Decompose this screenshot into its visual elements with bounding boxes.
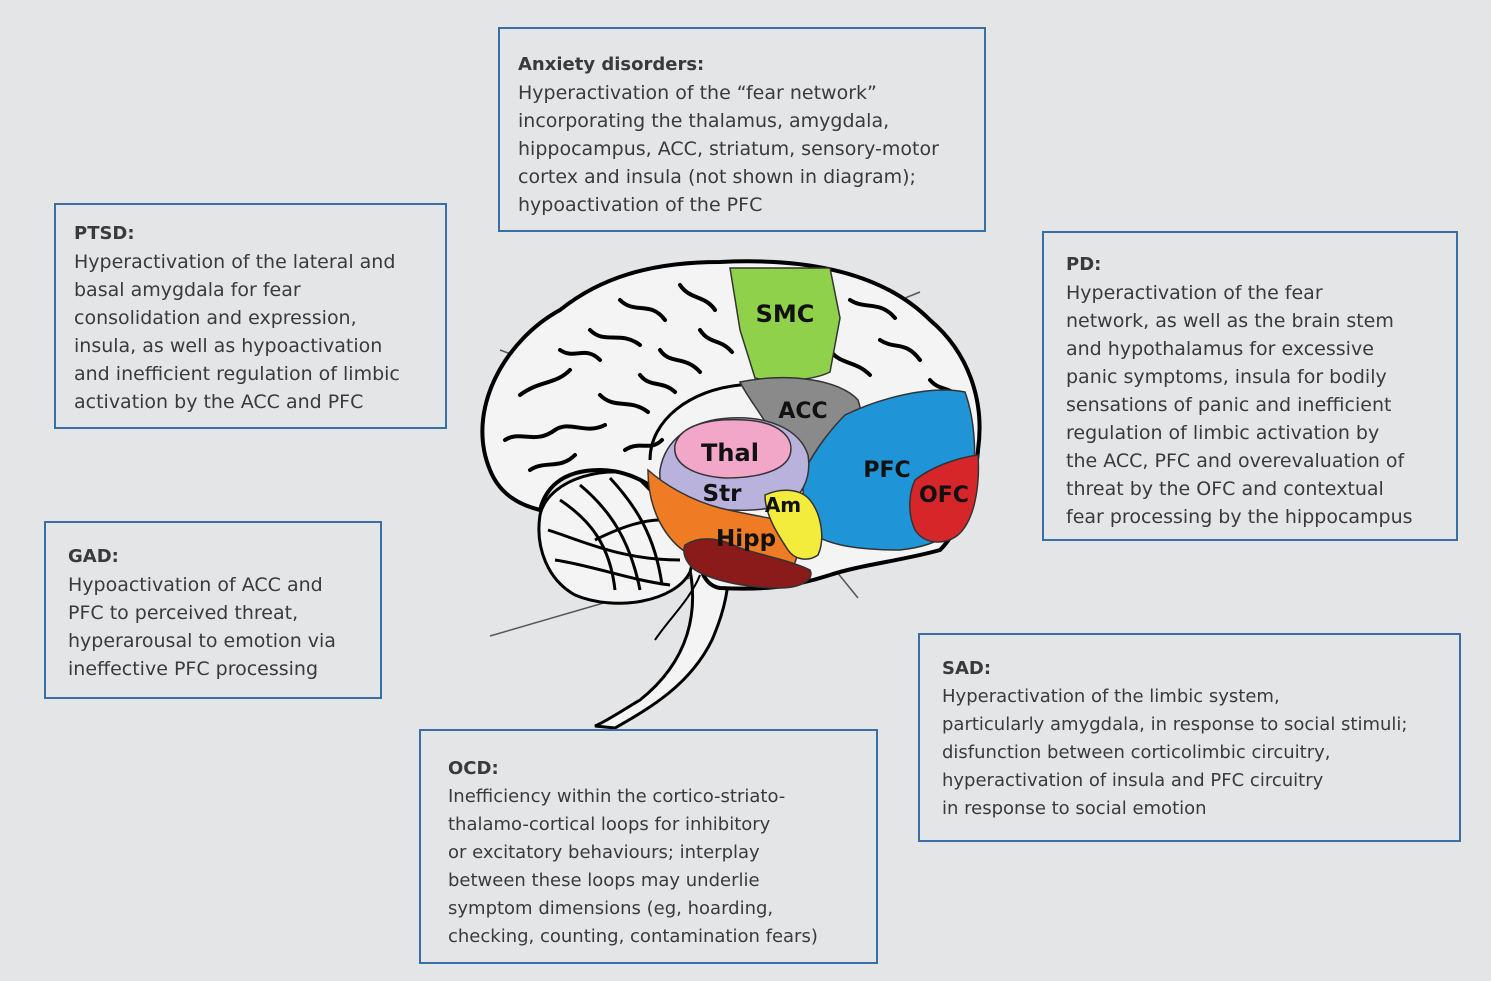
box-line: incorporating the thalamus, amygdala, [518,110,890,132]
box-line: insula, as well as hypoactivation [74,335,383,357]
region-thal [674,418,792,479]
box-line: network, as well as the brain stem [1066,310,1394,332]
gad-box: GAD: Hypoactivation of ACC and PFC to pe… [44,521,382,699]
region-am [764,489,823,560]
label-ofc: OFC [919,483,969,508]
region-labels: SMC ACC PFC OFC Thal Str Am Hipp [701,300,969,552]
box-line: disfunction between corticolimbic circui… [942,742,1331,763]
sad-box: SAD: Hyperactivation of the limbic syste… [918,633,1461,842]
box-line: Inefficiency within the cortico-striato- [448,786,786,807]
ocd-box: OCD: Inefficiency within the cortico-str… [419,729,878,964]
box-line: symptom dimensions (eg, hoarding, [448,898,774,919]
label-thal: Thal [701,439,759,467]
box-heading: OCD: [448,758,499,779]
box-line: Hypoactivation of ACC and [68,574,323,596]
box-line: fear processing by the hippocampus [1066,506,1413,528]
ptsd-box: PTSD: Hyperactivation of the lateral and… [54,203,447,429]
label-pfc: PFC [863,458,910,483]
box-line: panic symptoms, insula for bodily [1066,366,1387,388]
box-heading: PD: [1066,254,1102,275]
label-acc: ACC [778,399,827,424]
box-line: PFC to perceived threat, [68,602,299,624]
box-line: hyperarousal to emotion via [68,630,336,652]
box-heading: Anxiety disorders: [518,54,705,75]
box-line: consolidation and expression, [74,307,357,329]
box-line: thalamo-cortical loops for inhibitory [448,814,771,835]
box-line: hippocampus, ACC, striatum, sensory-moto… [518,138,939,160]
box-heading: GAD: [68,546,119,567]
label-smc: SMC [756,300,815,328]
anxiety-disorders-box: Anxiety disorders: Hyperactivation of th… [498,27,986,232]
box-line: between these loops may underlie [448,870,760,891]
box-line: checking, counting, contamination fears) [448,926,818,947]
box-line: regulation of limbic activation by [1066,422,1380,444]
box-heading: PTSD: [74,223,135,244]
box-line: and inefficient regulation of limbic [74,363,400,385]
label-hipp: Hipp [716,526,776,552]
brain-regions [647,267,980,589]
box-line: sensations of panic and inefficient [1066,394,1392,416]
box-line: or excitatory behaviours; interplay [448,842,760,863]
box-line: particularly amygdala, in response to so… [942,714,1408,735]
box-line: cortex and insula (not shown in diagram)… [518,166,916,188]
box-line: Hyperactivation of the limbic system, [942,686,1280,707]
box-line: activation by the ACC and PFC [74,391,364,413]
box-line: basal amygdala for fear [74,279,301,301]
box-line: Hyperactivation of the fear [1066,282,1323,304]
region-ofc [909,454,980,543]
box-line: the ACC, PFC and overevaluation of [1066,450,1405,472]
pd-box: PD: Hyperactivation of the fear network,… [1042,231,1458,541]
box-line: hyperactivation of insula and PFC circui… [942,770,1324,791]
label-am: Am [765,493,801,517]
brain-stem [594,558,730,730]
box-line: threat by the OFC and contextual [1066,478,1384,500]
box-line: Hyperactivation of the “fear network” [518,82,877,104]
box-heading: SAD: [942,658,992,679]
region-dark-red [683,538,812,589]
box-line: and hypothalamus for excessive [1066,338,1374,360]
box-line: in response to social emotion [942,798,1207,819]
box-line: ineffective PFC processing [68,658,319,680]
label-str: Str [703,481,743,507]
box-line: Hyperactivation of the lateral and [74,251,396,273]
box-line: hypoactivation of the PFC [518,194,763,216]
